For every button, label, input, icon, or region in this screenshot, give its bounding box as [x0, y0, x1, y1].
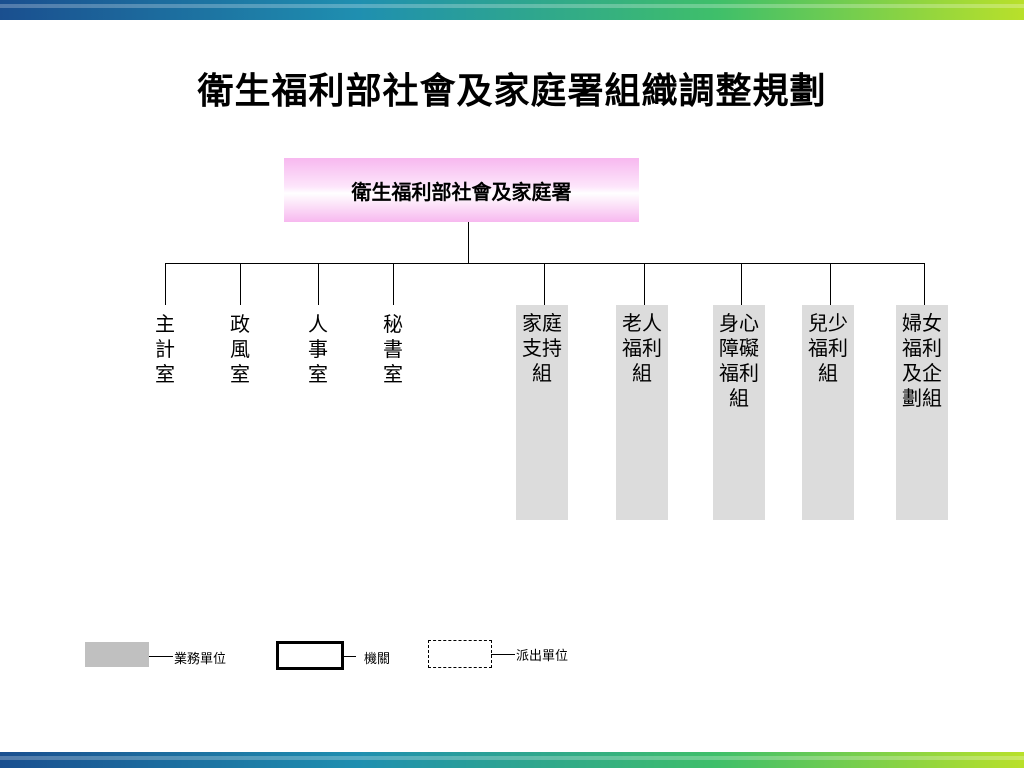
staff-unit-personnel: 人事室 [308, 312, 328, 386]
horizontal-connector [165, 263, 925, 264]
business-unit-label: 老人福利組 [622, 311, 662, 385]
business-unit-label: 婦女福利及企劃組 [902, 311, 942, 410]
business-unit-family-support: 家庭支持組 [516, 305, 568, 520]
branch-line-elderly [644, 263, 645, 305]
branch-line-ethics [240, 263, 241, 305]
root-connector [468, 222, 469, 263]
legend-business-label: 業務單位 [174, 652, 227, 667]
branch-line-personnel [318, 263, 319, 305]
business-unit-label: 兒少福利組 [808, 311, 848, 385]
legend-agency-line [344, 656, 356, 657]
legend-agency-label: 機關 [364, 652, 391, 667]
legend-dispatched-label: 派出單位 [516, 649, 569, 664]
business-unit-label: 身心障礙福利組 [719, 311, 759, 410]
org-root-node: 衛生福利部社會及家庭署 [284, 158, 639, 222]
legend-dispatched-line [491, 654, 515, 655]
legend-agency-swatch [276, 641, 344, 670]
business-unit-label: 家庭支持組 [522, 311, 562, 385]
top-decorative-band [0, 0, 1024, 20]
business-unit-disability-welfare: 身心障礙福利組 [713, 305, 765, 520]
legend-dispatched-swatch [428, 640, 492, 668]
legend-business-line [149, 656, 173, 657]
staff-unit-ethics: 政風室 [230, 312, 250, 386]
staff-unit-secretariat: 秘書室 [383, 312, 403, 386]
branch-line-family [544, 263, 545, 305]
business-unit-child-welfare: 兒少福利組 [802, 305, 854, 520]
branch-line-children [830, 263, 831, 305]
staff-unit-accounting: 主計室 [155, 312, 175, 386]
page-title: 衛生福利部社會及家庭署組織調整規劃 [197, 70, 827, 112]
branch-line-accounting [165, 263, 166, 305]
business-unit-women-welfare: 婦女福利及企劃組 [896, 305, 948, 520]
business-unit-elderly-welfare: 老人福利組 [616, 305, 668, 520]
branch-line-disability [741, 263, 742, 305]
legend-business-swatch [85, 642, 149, 667]
branch-line-secretariat [393, 263, 394, 305]
branch-line-women [924, 263, 925, 305]
bottom-decorative-band [0, 752, 1024, 768]
org-root-label: 衛生福利部社會及家庭署 [351, 179, 572, 204]
